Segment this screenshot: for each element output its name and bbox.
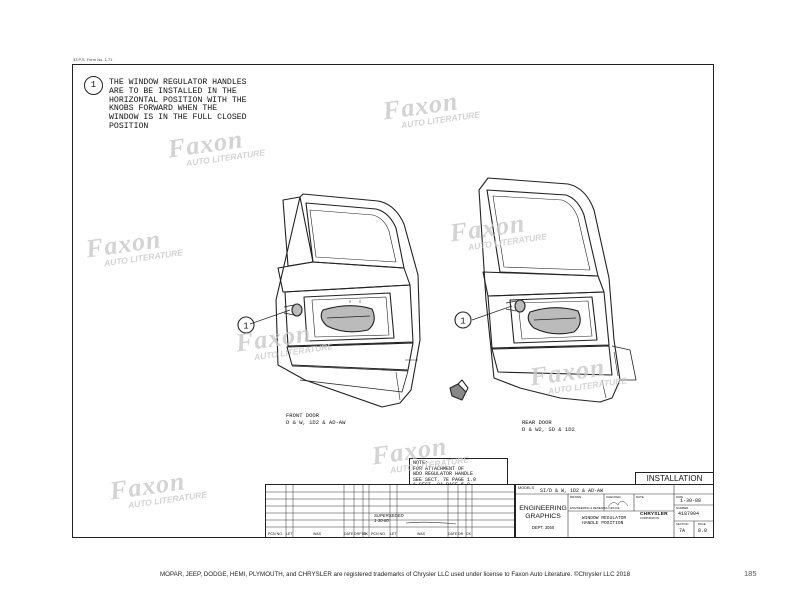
callout-circle-front (237, 316, 255, 334)
title-date-label: DATE (676, 495, 684, 499)
section-label: SECTION (676, 522, 689, 526)
eng-research-office: ENGINEERING & RESEARCH OFFICE (570, 506, 620, 510)
trademark-footer: MOPAR, JEEP, DODGE, HEMI, PLYMOUTH, and … (160, 571, 631, 578)
superseded-stamp: SUPERSEDED 1-30-80 (374, 513, 404, 523)
front-door-caption: FRONT DOOR D & W, 1D2 & AD-AW (286, 412, 346, 426)
brand-name: CHRYSLER (640, 512, 668, 517)
department-number: DEPT. 3050 (531, 525, 555, 530)
regulator-handle-part (449, 379, 469, 401)
number-label: NUMBER (676, 506, 689, 510)
rear-door-caption: REAR DOOR D & W2, SD & 1D2 (522, 419, 575, 433)
callout-label-rear: 1 (460, 317, 465, 327)
revision-table: SUPERSEDED 1-30-80 (265, 484, 515, 538)
drawn-label: DRAWN (570, 495, 582, 499)
models-label: MODELS (518, 486, 535, 490)
attachment-reference-note: NOTE: FOR ATTACHMENT OF WDO REGULATOR HA… (409, 458, 508, 488)
front-door-drawing (249, 193, 421, 408)
callout-label-front: 1 (243, 322, 248, 332)
revision-column-headers: PCN NO. LET WAS DATE DRFTR CK PCN NO. LE… (268, 532, 471, 536)
note-text: THE WINDOW REGULATOR HANDLES ARE TO BE I… (109, 78, 247, 131)
page-number: 185 (744, 569, 757, 578)
drawing-number: 4187904 (678, 511, 700, 517)
title-block: MODELS SI/D & W, 1D2 & AD-AW ENGINEERING… (515, 484, 714, 538)
callout-circle-rear (454, 311, 472, 329)
page-value: 8.0 (698, 528, 708, 534)
note-number-circle: 1 (84, 76, 103, 95)
page-label: PAGE (698, 522, 706, 526)
installation-header: INSTALLATION (635, 472, 714, 485)
brand-subtitle: CORPORATION (640, 517, 660, 520)
rear-door-drawing (471, 177, 637, 403)
date-label: DATE (636, 495, 644, 499)
drawing-title: WINDOW REGULATOR HANDLE POSITION (582, 516, 627, 527)
models-value: SI/D & W, 1D2 & AD-AW (540, 488, 604, 494)
title-date: 1-30-80 (680, 498, 702, 504)
department-name: ENGINEERING GRAPHICS (519, 505, 567, 520)
sheet-form-number: 33 P.S. Form No. 1-71 (73, 57, 113, 62)
checked-label: CHECKED (606, 495, 621, 499)
section-value: 7A (679, 528, 686, 534)
